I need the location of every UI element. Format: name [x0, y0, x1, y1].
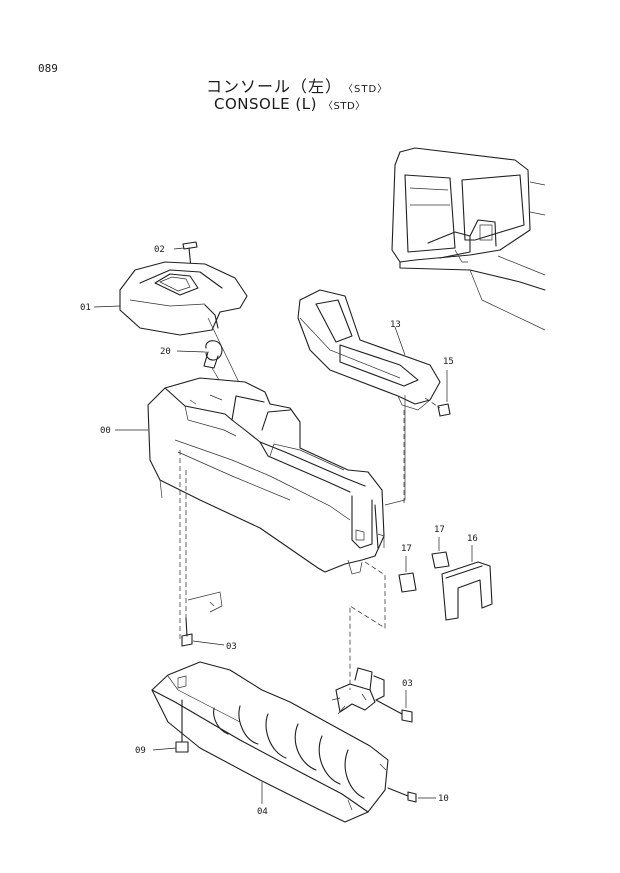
part-17-pad-right: 17 — [431, 525, 450, 569]
callout-00: 00 — [100, 426, 111, 436]
title-english-suffix: 〈STD〉 — [323, 101, 366, 112]
callout-17-right: 17 — [434, 525, 445, 535]
lever-guide — [349, 561, 386, 690]
callout-20: 20 — [160, 347, 171, 357]
part-03-bolt-right: 03 — [375, 679, 413, 723]
callout-10: 10 — [438, 794, 449, 804]
part-10-screw: 10 — [387, 787, 449, 804]
callout-15: 15 — [443, 357, 454, 367]
lever-bracket — [331, 667, 385, 715]
callout-17-left: 17 — [401, 544, 412, 554]
cab-inset-illustration — [391, 147, 546, 331]
callout-03-left: 03 — [226, 642, 237, 652]
callout-01: 01 — [80, 303, 91, 313]
part-04-under-cover: 04 — [151, 661, 389, 823]
part-01-cover: 01 — [80, 261, 248, 336]
part-13-console-plate: 13 — [297, 289, 441, 506]
part-09-bolt: 09 — [135, 699, 189, 756]
title-japanese: コンソール（左） 〈STD〉 — [206, 73, 388, 97]
title-english: CONSOLE (L) 〈STD〉 — [214, 95, 366, 113]
callout-03-right: 03 — [402, 679, 413, 689]
title-english-text: CONSOLE (L) — [214, 95, 317, 113]
console-bracket — [187, 591, 223, 613]
part-03-bolt-left: 03 — [181, 617, 237, 652]
callout-16: 16 — [467, 534, 478, 544]
page-number: 089 — [38, 62, 58, 75]
callout-13: 13 — [390, 320, 401, 330]
title-japanese-text: コンソール（左） — [206, 77, 343, 96]
title-japanese-suffix: 〈STD〉 — [348, 84, 389, 95]
callout-02: 02 — [154, 245, 165, 255]
callout-04: 04 — [257, 807, 268, 817]
part-16-u-bracket: 16 — [441, 534, 493, 621]
part-15-screw: 15 — [424, 357, 454, 417]
part-17-pad-left: 17 — [398, 544, 417, 593]
part-00-console-body: 00 — [100, 377, 385, 575]
callout-09: 09 — [135, 746, 146, 756]
